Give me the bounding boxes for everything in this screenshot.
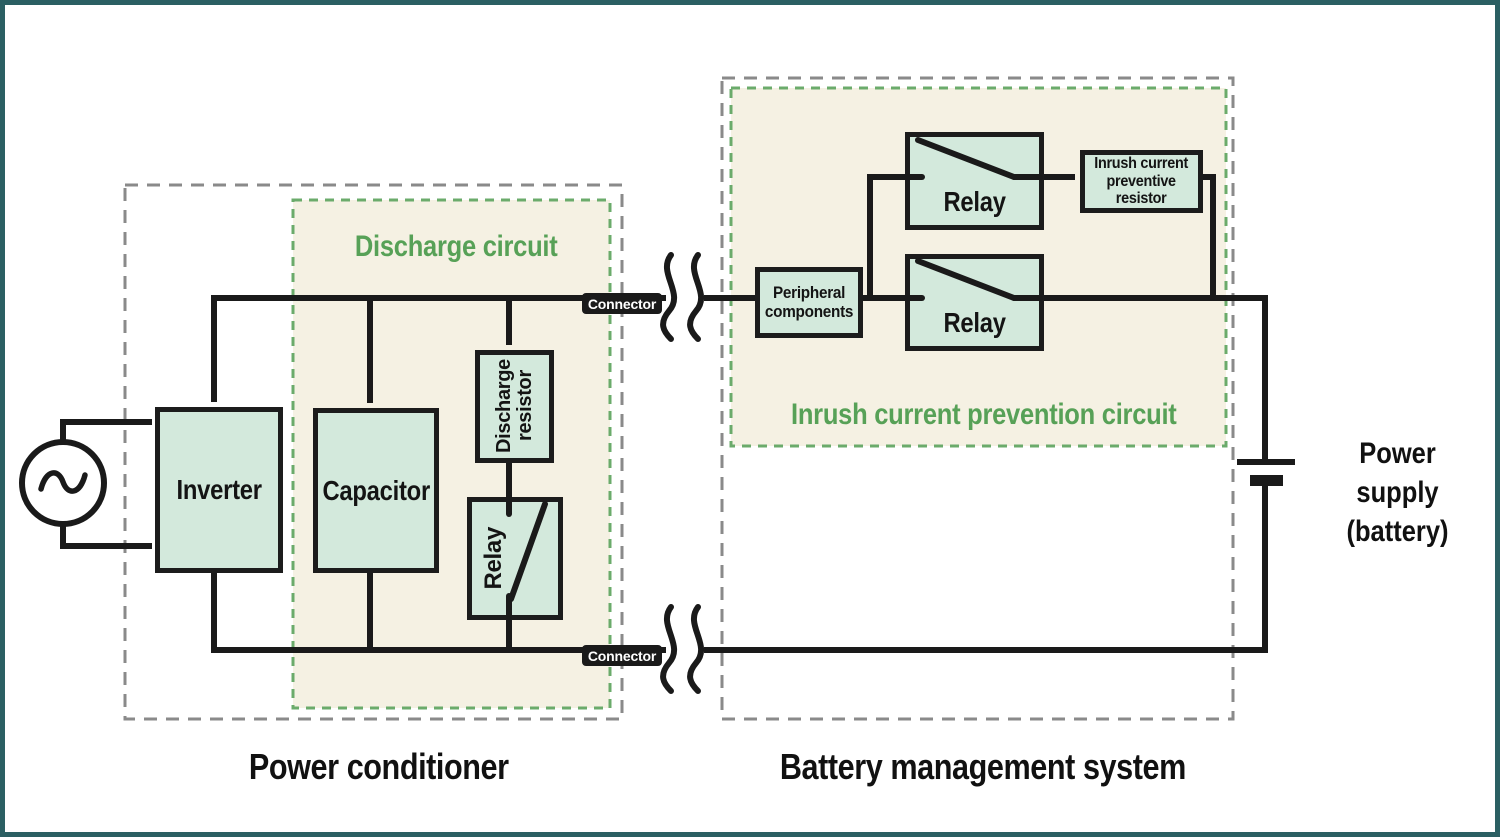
peripheral-components-label: Peripheral components (764, 283, 854, 321)
battery-management-label: Battery management system (779, 746, 1186, 787)
discharge-relay-label: Relay (480, 527, 507, 590)
relay-bottom-label: Relay (943, 307, 1006, 338)
relay-bottom-box: Relay (905, 254, 1044, 351)
inrush-circuit-title: Inrush current prevention circuit (790, 398, 1177, 431)
discharge-relay-box: Relay (467, 497, 563, 620)
power-conditioner-region (123, 183, 624, 721)
battery-management-region (720, 76, 1235, 721)
relay-top-box: Relay (905, 132, 1044, 230)
inverter-label: Inverter (176, 474, 262, 505)
ac-source-icon (19, 439, 107, 527)
power-conditioner-label: Power conditioner (248, 746, 509, 787)
connector-top-label: Connector (587, 295, 657, 312)
peripheral-components-box: Peripheral components (755, 267, 863, 338)
battery-icon (1237, 459, 1295, 486)
inrush-resistor-label: Inrush current preventive resistor (1094, 154, 1189, 208)
discharge-resistor-label: Discharge resistor (492, 359, 536, 454)
discharge-resistor-box: Discharge resistor (475, 350, 554, 463)
connector-badge-top: Connector (582, 293, 662, 314)
connector-bottom-label: Connector (587, 647, 657, 664)
discharge-circuit-title: Discharge circuit (355, 230, 558, 263)
capacitor-label: Capacitor (322, 474, 430, 506)
power-supply-label: Power supply (battery) (1346, 436, 1449, 548)
capacitor-box: Capacitor (313, 408, 439, 573)
connector-badge-bottom: Connector (582, 645, 662, 666)
inverter-box: Inverter (155, 407, 283, 573)
inrush-resistor-box: Inrush current preventive resistor (1080, 150, 1203, 213)
relay-top-label: Relay (943, 186, 1006, 217)
wires (60, 174, 1268, 653)
